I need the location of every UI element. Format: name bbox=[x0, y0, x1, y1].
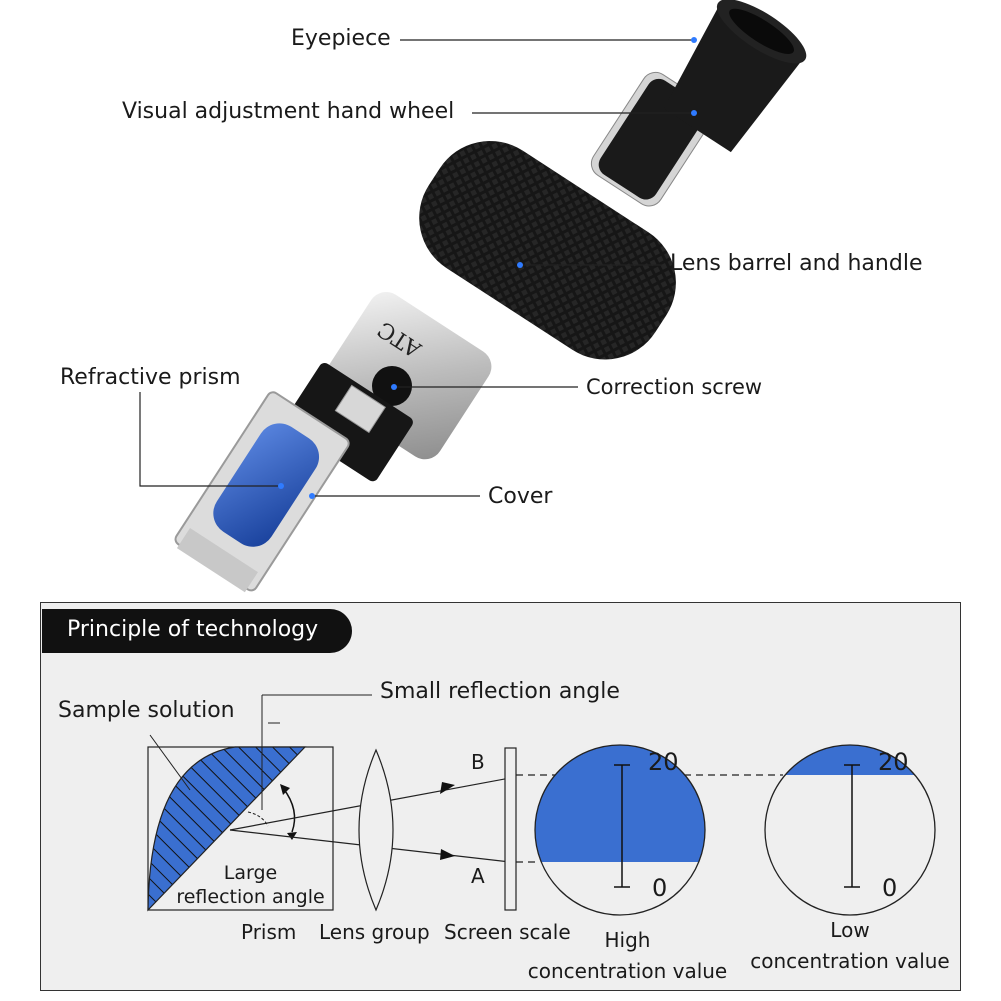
label-point-a: A bbox=[471, 864, 485, 888]
scale-bottom-low: 0 bbox=[882, 874, 898, 902]
label-correction-screw: Correction screw bbox=[586, 375, 763, 399]
label-lens-group: Lens group bbox=[319, 920, 430, 944]
prism-holder bbox=[284, 362, 413, 482]
label-high-concentration: High concentration value bbox=[520, 925, 735, 987]
label-prism: Prism bbox=[241, 920, 297, 944]
label-cover: Cover bbox=[488, 484, 553, 509]
label-large-line1: Large bbox=[223, 862, 278, 884]
callout-lines bbox=[139, 39, 692, 497]
label-sample-solution: Sample solution bbox=[58, 698, 235, 723]
label-high-line1: High bbox=[604, 928, 651, 952]
label-low-concentration: Low concentration value bbox=[745, 915, 955, 977]
high-concentration-view bbox=[534, 744, 706, 916]
label-large-line2: reflection angle bbox=[176, 886, 325, 908]
label-refractive-prism: Refractive prism bbox=[60, 365, 241, 390]
scale-bottom-high: 0 bbox=[652, 874, 668, 902]
label-small-reflection-angle: Small reflection angle bbox=[380, 679, 620, 704]
clear-cover bbox=[174, 391, 350, 593]
label-low-line2: concentration value bbox=[750, 949, 950, 973]
refractometer-illustration: ATC bbox=[139, 0, 807, 593]
eyepiece bbox=[663, 0, 807, 153]
callout-dots bbox=[278, 37, 697, 499]
label-hand-wheel: Visual adjustment hand wheel bbox=[122, 99, 455, 124]
lens-group-shape bbox=[358, 748, 394, 912]
principle-title-bar: Principle of technology bbox=[42, 609, 352, 653]
label-point-b: B bbox=[471, 750, 485, 774]
sample-solution-shape bbox=[147, 746, 307, 912]
scale-top-low: 20 bbox=[878, 748, 909, 776]
lens-barrel-handle bbox=[419, 141, 676, 360]
low-concentration-view bbox=[764, 744, 936, 916]
label-high-line2: concentration value bbox=[527, 959, 728, 983]
principle-title: Principle of technology bbox=[67, 617, 319, 642]
label-low-line1: Low bbox=[830, 918, 870, 942]
scale-top-high: 20 bbox=[648, 748, 679, 776]
label-eyepiece: Eyepiece bbox=[291, 26, 391, 51]
screen-scale-shape bbox=[504, 747, 517, 911]
label-large-reflection-angle: Large reflection angle bbox=[168, 861, 333, 909]
label-lens-barrel: Lens barrel and handle bbox=[670, 251, 923, 276]
blue-prism bbox=[213, 423, 320, 547]
label-screen-scale: Screen scale bbox=[444, 920, 571, 944]
